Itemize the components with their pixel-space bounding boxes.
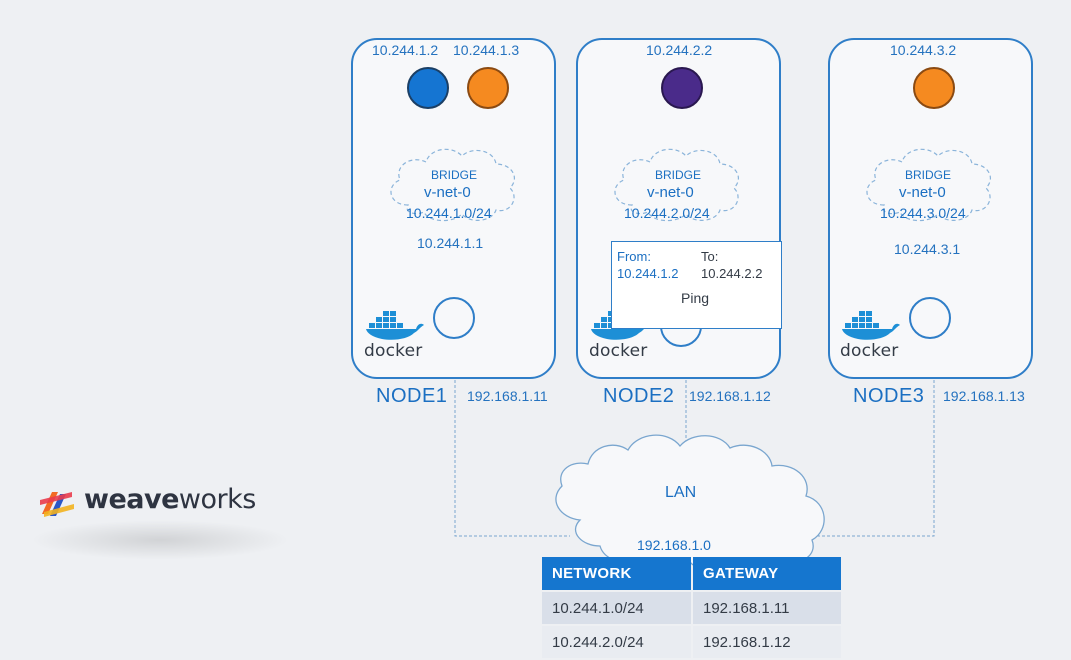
node1-name: NODE1 (376, 385, 448, 407)
pod-blue (407, 67, 449, 109)
ping-packet-box: From: To: 10.244.1.2 10.244.2.2 Ping (611, 241, 782, 329)
route-table-header: NETWORK GATEWAY (542, 557, 841, 590)
table-row: 10.244.2.0/24 192.168.1.12 (542, 626, 841, 658)
bridge-name: v-net-0 (899, 184, 946, 201)
gateway-column-header: GATEWAY (693, 557, 841, 590)
pod-ip-label: 10.244.1.3 (453, 42, 520, 58)
logo-shadow (30, 520, 290, 560)
node1-host-ip: 192.168.1.11 (467, 388, 548, 404)
node1-lan-link (454, 380, 570, 537)
docker-logo: docker (364, 311, 428, 361)
weaveworks-logo: weaveworks (38, 484, 278, 524)
network-cell: 10.244.1.0/24 (542, 592, 691, 624)
bridge-label: BRIDGE (905, 168, 952, 182)
ping-action: Ping (681, 290, 710, 306)
node2-bridge-cloud (614, 148, 739, 222)
node3-interface-circle (909, 297, 951, 339)
bridge-cidr: 10.244.1.0/24 (406, 205, 492, 221)
gateway-cell: 192.168.1.12 (693, 626, 841, 658)
docker-whale-icon (366, 311, 424, 340)
docker-wordmark: docker (840, 341, 899, 361)
weaveworks-mark-icon (40, 492, 74, 517)
ping-to-label: To: (701, 249, 719, 264)
bridge-cidr: 10.244.2.0/24 (624, 205, 710, 221)
gateway-cell: 192.168.1.11 (693, 592, 841, 624)
docker-logo: docker (840, 311, 904, 361)
node3-bridge-cloud (866, 148, 991, 222)
bridge-label: BRIDGE (655, 168, 702, 182)
table-row: 10.244.1.0/24 192.168.1.11 (542, 592, 841, 624)
network-column-header: NETWORK (542, 557, 691, 590)
node3-lan-link (818, 380, 935, 537)
docker-whale-icon (842, 311, 900, 340)
docker-wordmark: docker (589, 341, 648, 361)
bridge-name: v-net-0 (647, 184, 694, 201)
ping-destination-ip: 10.244.2.2 (701, 266, 763, 281)
network-cell: 10.244.2.0/24 (542, 626, 691, 658)
pod-ip-label: 10.244.1.2 (372, 42, 439, 58)
node1-bridge-cloud (390, 148, 515, 222)
pod-orange (467, 67, 509, 109)
node2-host-ip: 192.168.1.12 (689, 388, 771, 404)
pod-ip-label: 10.244.3.2 (890, 42, 957, 58)
ping-source-ip: 10.244.1.2 (617, 266, 679, 281)
pod-orange (913, 67, 955, 109)
node2-name: NODE2 (603, 385, 675, 407)
node3-host-ip: 192.168.1.13 (943, 388, 1025, 404)
route-table: NETWORK GATEWAY 10.244.1.0/24 192.168.1.… (540, 555, 843, 660)
bridge-cidr: 10.244.3.0/24 (880, 205, 966, 221)
docker-wordmark: docker (364, 341, 423, 361)
ping-from-label: From: (617, 249, 651, 264)
bridge-label: BRIDGE (431, 168, 478, 182)
weaveworks-wordmark: weaveworks (84, 484, 256, 515)
lan-label: LAN (665, 484, 697, 501)
bridge-name: v-net-0 (424, 184, 471, 201)
node1-interface-circle (433, 297, 475, 339)
lan-subnet: 192.168.1.0 (637, 537, 711, 553)
pod-purple (661, 67, 703, 109)
node3-name: NODE3 (853, 385, 925, 407)
bridge-ip: 10.244.1.1 (417, 235, 484, 251)
bridge-ip: 10.244.3.1 (894, 241, 961, 257)
pod-ip-label: 10.244.2.2 (646, 42, 713, 58)
